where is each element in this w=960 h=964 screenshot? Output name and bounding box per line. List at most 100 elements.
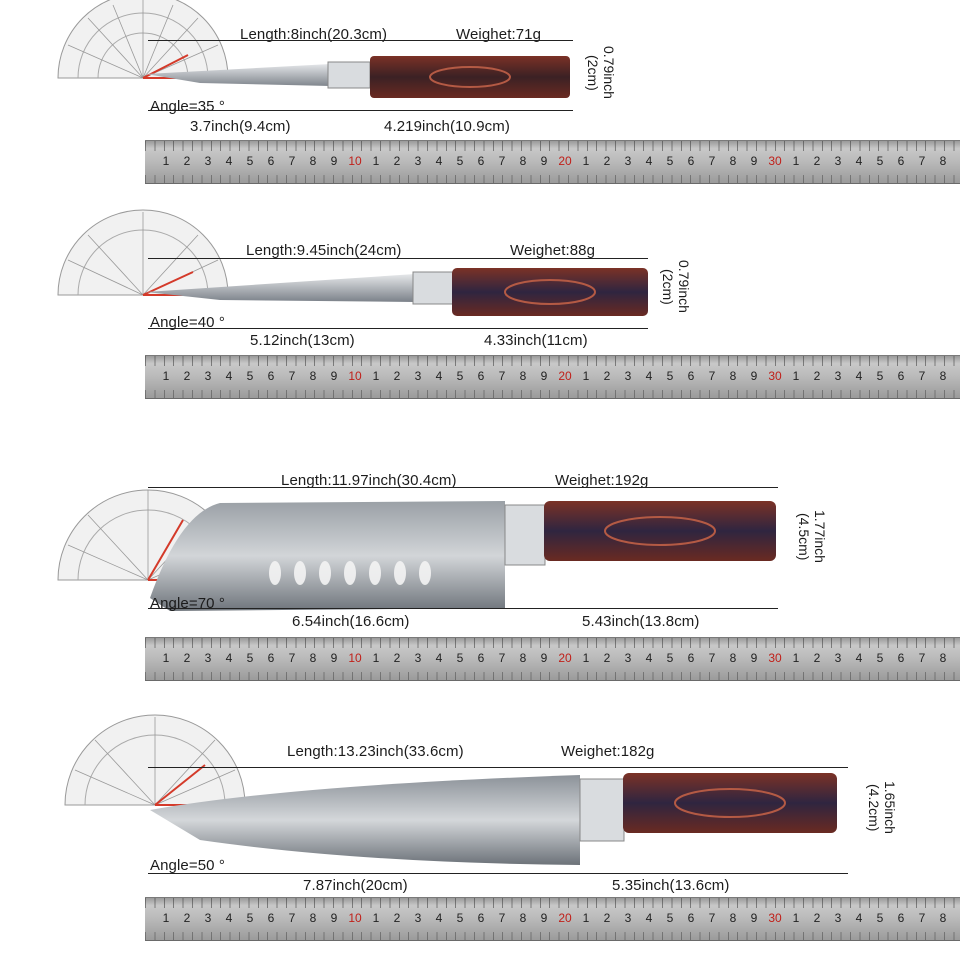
ruler-digit: 5 [876,651,884,665]
ruler-digit: 1 [792,154,800,168]
ruler-digit: 8 [939,911,947,925]
ruler-digit: 4 [645,911,653,925]
ruler-digit: 10 [348,651,362,665]
ruler-digit: 8 [729,369,737,383]
ruler-digit: 2 [813,651,821,665]
ruler-digit: 8 [939,369,947,383]
ruler-digit: 2 [393,154,401,168]
ruler-digit: 7 [918,911,926,925]
knife-image [146,56,570,98]
knife-panel-1: Length:8inch(20.3cm) Weighet:71g 0.79inc… [0,0,960,190]
angle-label: Angle=50 ° [150,857,225,874]
handle-length-label: 5.43inch(13.8cm) [582,613,700,630]
weight-label: Weighet:182g [561,743,655,760]
ruler-digit: 8 [309,154,317,168]
ruler-digit: 1 [582,369,590,383]
ruler-digit: 30 [768,369,782,383]
ruler-digit: 5 [456,911,464,925]
ruler-digit: 3 [204,154,212,168]
ruler-digit: 7 [498,154,506,168]
ruler-digit: 3 [834,154,842,168]
ruler-digit: 20 [558,369,572,383]
ruler-digit: 6 [687,651,695,665]
ruler-digit: 5 [666,651,674,665]
ruler-digit: 9 [540,154,548,168]
ruler-digit: 1 [372,369,380,383]
ruler-digit: 4 [435,651,443,665]
ruler-digit: 8 [519,911,527,925]
ruler-digit: 6 [687,369,695,383]
ruler-digit: 6 [897,651,905,665]
ruler-digit: 7 [498,369,506,383]
ruler-digit: 4 [435,154,443,168]
ruler-digit: 2 [183,154,191,168]
ruler-digit: 3 [834,651,842,665]
ruler-digit: 7 [708,911,716,925]
width-label: 0.79inch (2cm) [585,46,617,99]
ruler-digit: 6 [477,651,485,665]
ruler-digit: 8 [939,651,947,665]
ruler-digit: 9 [750,154,758,168]
ruler-digit: 1 [582,154,590,168]
ruler-digit: 2 [183,651,191,665]
ruler-digit: 1 [792,911,800,925]
ruler-digit: 20 [558,154,572,168]
ruler-digit: 4 [855,369,863,383]
knife-image [150,773,837,865]
ruler-digit: 8 [309,651,317,665]
ruler-digit: 7 [288,911,296,925]
ruler-digit: 6 [687,154,695,168]
ruler-digit: 8 [309,369,317,383]
ruler-digit: 3 [624,651,632,665]
angle-label: Angle=40 ° [150,314,225,331]
handle-length-label: 4.33inch(11cm) [484,332,588,349]
ruler-digit: 2 [393,651,401,665]
ruler-digit: 5 [666,369,674,383]
ruler-digit: 1 [372,651,380,665]
weight-label: Weighet:192g [555,472,649,489]
ruler-digit: 3 [624,154,632,168]
knife-panel-2: Length:9.45inch(24cm) Weighet:88g 0.79in… [0,200,960,400]
ruler-digit: 7 [288,369,296,383]
ruler-digit: 4 [645,154,653,168]
length-label: Length:9.45inch(24cm) [246,242,402,259]
ruler-digit: 2 [603,651,611,665]
ruler-digit: 7 [498,651,506,665]
ruler-digit: 9 [540,651,548,665]
ruler-digit: 4 [855,651,863,665]
blade-length-label: 7.87inch(20cm) [303,877,408,894]
ruler-digit: 3 [624,911,632,925]
ruler-digit: 1 [792,651,800,665]
angle-label: Angle=35 ° [150,98,225,115]
ruler-digit: 7 [708,154,716,168]
ruler-digit: 5 [246,651,254,665]
length-label: Length:13.23inch(33.6cm) [287,743,464,760]
ruler-digit: 5 [456,651,464,665]
ruler-digit: 20 [558,911,572,925]
width-label: 1.77inch (4.5cm) [796,510,828,563]
ruler-digit: 7 [708,369,716,383]
ruler-digit: 2 [813,911,821,925]
blade-length-label: 3.7inch(9.4cm) [190,118,291,135]
ruler-digit: 6 [477,369,485,383]
ruler-digit: 3 [414,651,422,665]
ruler-digit: 8 [729,911,737,925]
ruler-digit: 8 [939,154,947,168]
ruler-digit: 8 [729,651,737,665]
blade-length-label: 6.54inch(16.6cm) [292,613,410,630]
ruler-digit: 2 [183,369,191,383]
knife-image [150,501,776,611]
length-label: Length:8inch(20.3cm) [240,26,388,43]
ruler-digit: 9 [750,651,758,665]
ruler-digit: 9 [330,154,338,168]
angle-label: Angle=70 ° [150,595,225,612]
ruler-digit: 3 [204,651,212,665]
ruler-digit: 20 [558,651,572,665]
ruler-digit: 9 [330,651,338,665]
ruler-digit: 3 [834,911,842,925]
ruler-digit: 7 [918,651,926,665]
